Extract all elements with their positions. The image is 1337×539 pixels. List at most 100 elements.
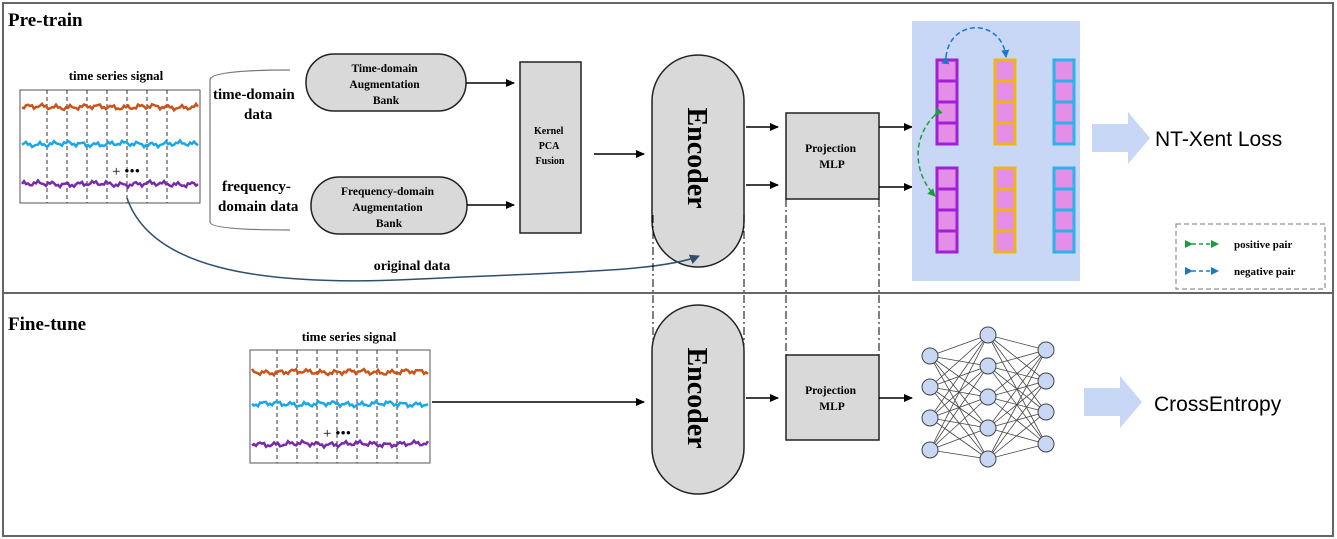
time-domain-data-label: time-domain data [213,87,298,123]
vector-cell [1052,121,1076,146]
vector-cell [993,58,1017,83]
vector-cell [993,208,1017,233]
vector-yellow-2 [993,166,1017,254]
vector-cell [935,58,959,83]
finetune-section [2,292,1334,537]
finetune-signal-title: time series signal [302,329,397,344]
finetune-signal-purple [251,438,430,450]
vector-cyan-2 [1052,166,1076,254]
nn-edge [987,349,1047,398]
negative-pair-arrow [941,27,1010,65]
vector-yellow-1 [993,58,1017,146]
vector-cell [935,187,959,212]
vector-cell [935,79,959,104]
vector-cell [1052,79,1076,104]
vector-cell [1052,58,1076,83]
signal-ellipsis: + ••• [112,164,140,180]
nn-edge [929,427,989,451]
vector-cell [1052,100,1076,125]
classifier-network [921,326,1055,468]
nn-node [979,326,997,344]
svg-text:Time-domain Augmentation: Time-domain Augmentation Bank [349,63,422,107]
finetune-label: Fine-tune [8,314,86,335]
frequency-augmentation-bank: Frequency-domain Augmentation Bank [310,176,468,235]
vector-cell [1052,187,1076,212]
nn-node [979,450,997,468]
kernel-pca-fusion-box: Kernel PCA Fusion [519,61,582,234]
vector-cell [935,121,959,146]
vector-cell [1052,208,1076,233]
legend-positive-label: positive pair [1234,239,1292,251]
pair-legend: positive pair negative pair [1175,223,1326,290]
finetune-signal-box: + ••• [249,349,431,464]
nn-edge [987,349,1047,460]
vector-cell [1052,229,1076,254]
finetune-signal-cyan [251,399,429,409]
signal-purple [20,178,199,190]
svg-text:Encoder: Encoder [681,347,712,448]
svg-text:Frequency-domain Augment: Frequency-domain Augmentation Bank [341,186,437,230]
nn-node [1037,341,1055,359]
nn-edge [929,334,989,451]
signal-orange [21,101,200,113]
vector-cell [935,166,959,191]
nn-node [979,388,997,406]
pretrain-signal-title: time series signal [69,68,164,83]
nn-edge [929,365,989,451]
nn-edge [987,349,1047,367]
nn-edge [987,443,1047,460]
vector-cell [993,229,1017,254]
data-split-bracket [209,69,291,231]
nn-node [1037,435,1055,453]
nn-edge [987,411,1047,460]
vector-cell [993,121,1017,146]
pretrain-label: Pre-train [8,10,83,31]
nn-node [921,409,939,427]
nn-edge [929,334,989,357]
vector-cell [935,229,959,254]
finetune-signal-ellipsis: + ••• [323,426,351,442]
svg-text:Kernel PCA Fusion: Kernel PCA Fusion [534,126,566,167]
vector-cyan-1 [1052,58,1076,146]
finetune-encoder: Encoder [651,304,745,495]
vector-cell [993,187,1017,212]
time-augmentation-bank: Time-domain Augmentation Bank [305,53,467,112]
positive-pair-arrow [917,107,943,197]
original-data-arrow [126,197,700,282]
frequency-domain-data-label: frequency- domain data [218,179,299,215]
nn-node [921,347,939,365]
nt-xent-loss-label: NT-Xent Loss [1155,128,1282,151]
vector-cell [935,100,959,125]
nn-node [921,378,939,396]
nn-node [1037,403,1055,421]
pretrain-encoder: Encoder [651,54,745,268]
vector-cell [993,166,1017,191]
loss-arrow-pretrain [1092,112,1150,164]
signal-cyan [21,138,199,150]
vector-purple-2 [935,166,959,254]
vector-cell [935,208,959,233]
finetune-signal-orange [250,367,429,378]
cross-entropy-label: CrossEntropy [1154,393,1282,416]
nn-edge [929,396,989,451]
pretrain-projection-mlp: Projection MLP [785,112,880,200]
vector-cell [993,79,1017,104]
legend-negative-label: negative pair [1234,266,1296,278]
vector-purple-1 [935,58,959,146]
loss-arrow-finetune [1084,376,1142,428]
nn-edge [929,334,989,419]
nn-node [979,419,997,437]
svg-text:Projection MLP: Projection MLP [805,143,859,171]
svg-text:Encoder: Encoder [681,107,712,208]
nn-edge [987,349,1047,429]
svg-text:Projection MLP: Projection MLP [805,385,859,413]
nn-edge [929,417,989,460]
original-data-label: original data [374,259,451,274]
vector-cell [993,100,1017,125]
shared-weight-connectors [652,199,880,355]
nn-node [921,441,939,459]
nn-edge [929,449,989,460]
nn-edge [987,334,1047,351]
pretrain-signal-box: + ••• [19,89,201,204]
